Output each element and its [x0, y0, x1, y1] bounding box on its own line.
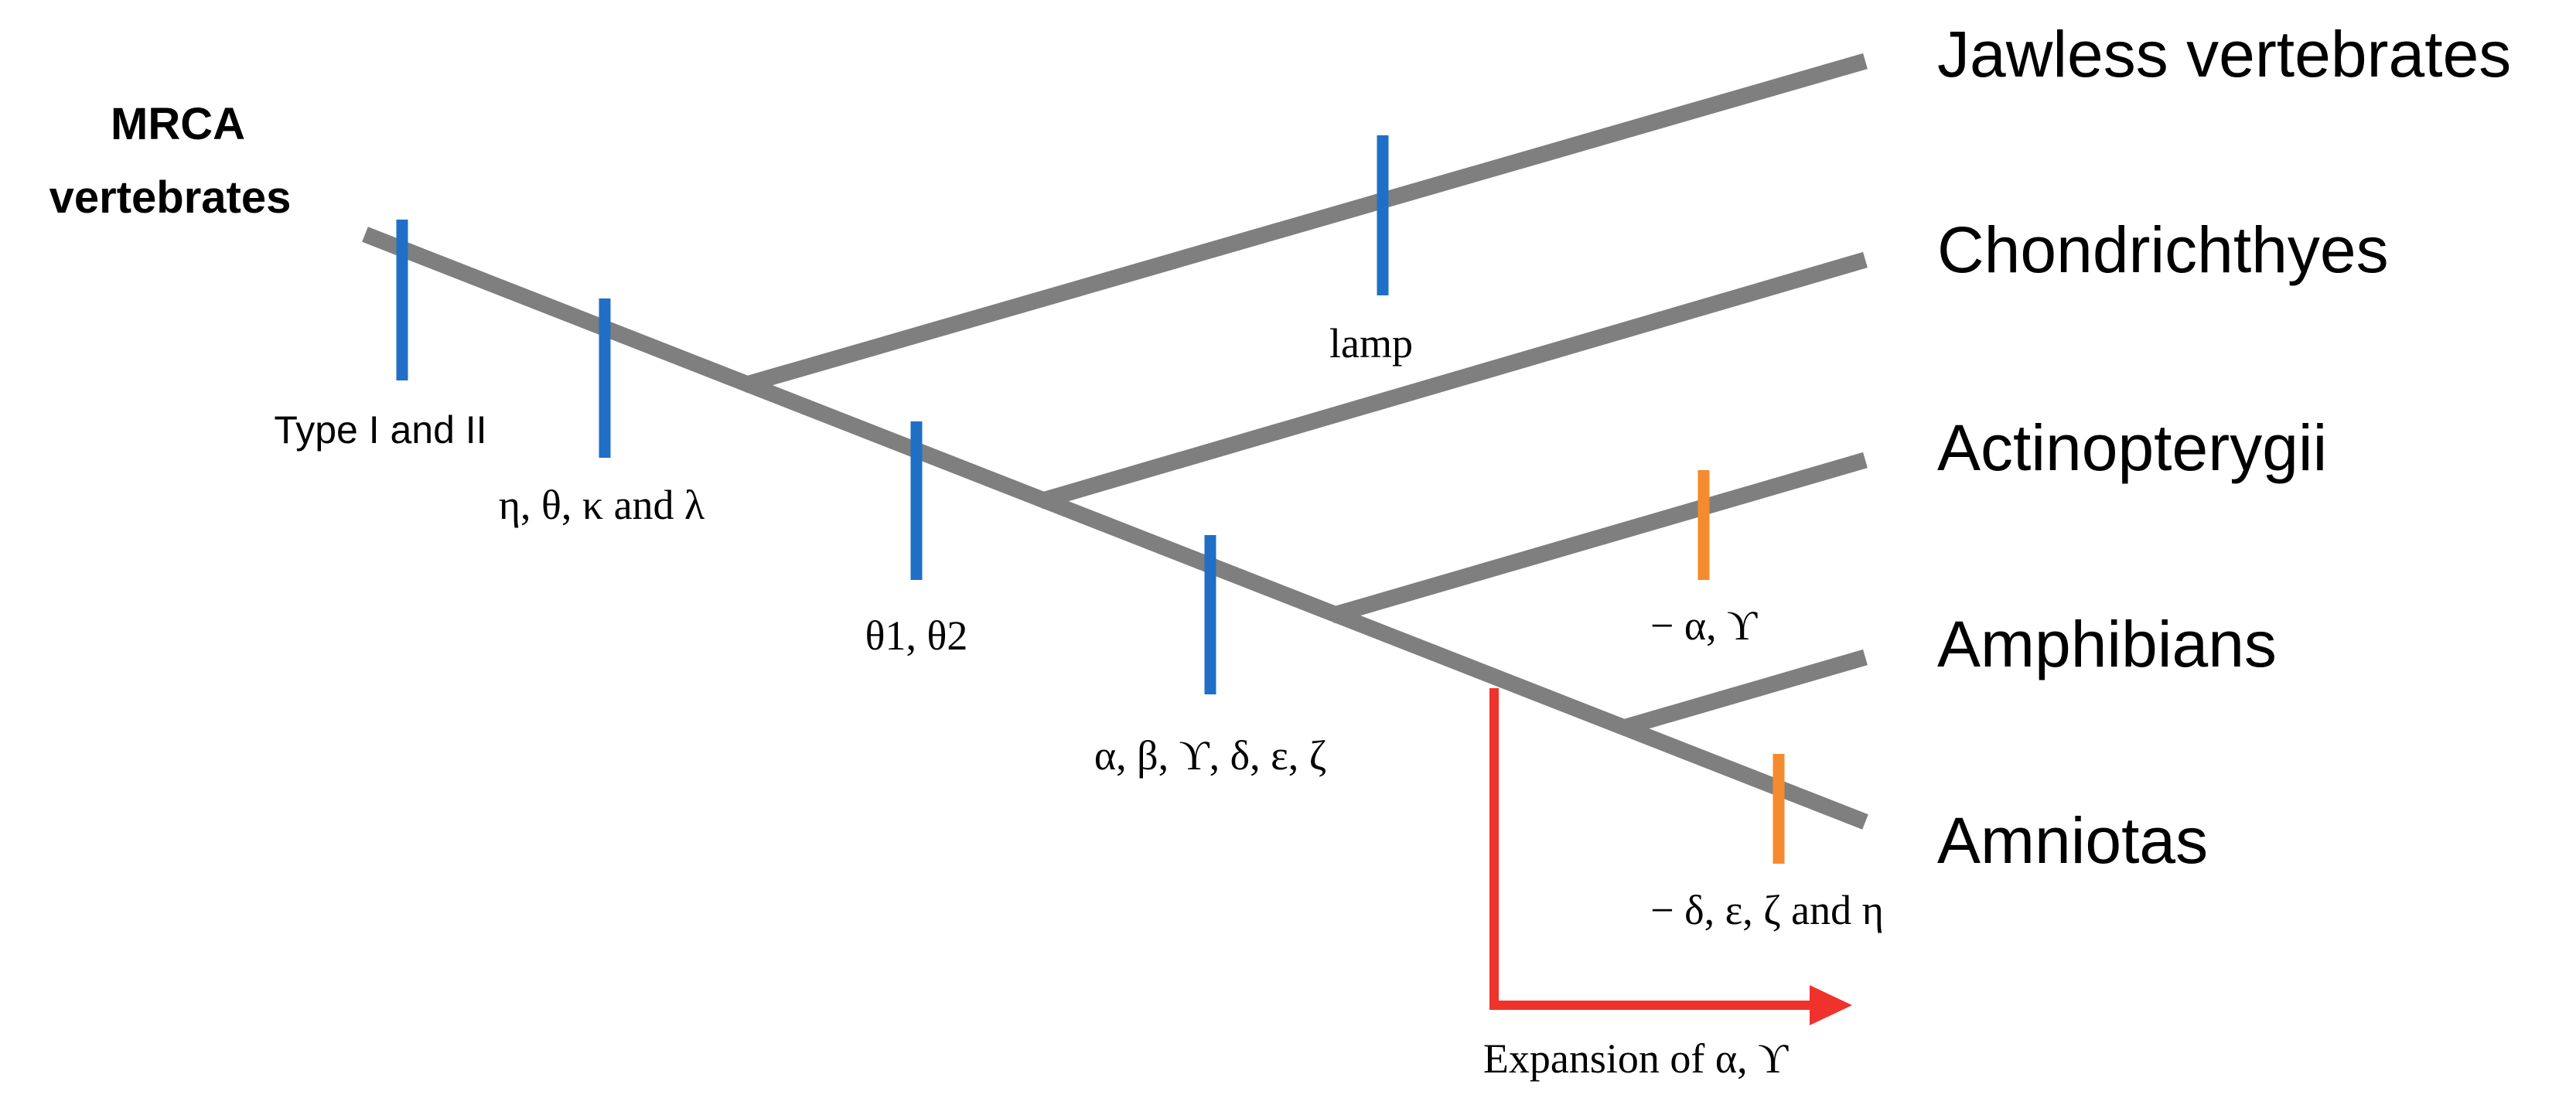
taxon-label-amniotas: Amniotas: [1937, 804, 2208, 877]
taxon-label-actinopterygii: Actinopterygii: [1937, 411, 2327, 484]
taxon-labels: Jawless vertebrates Chondrichthyes Actin…: [1937, 18, 2511, 877]
event-label-expansion: Expansion of α, ϒ: [1483, 1035, 1789, 1082]
event-label-lamp: lamp: [1329, 320, 1413, 367]
event-label-loss-amniotas: − δ, ε, ζ and η: [1650, 887, 1884, 933]
event-label-type-i-ii: Type I and II: [274, 408, 486, 452]
loss-markers: [1697, 470, 1785, 864]
event-label-eta-theta-kappa-lambda: η, θ, κ and λ: [499, 482, 705, 528]
expansion-arrowhead: [1810, 985, 1852, 1025]
jawless-vertebrates-branch: [742, 53, 1868, 394]
amphibians-branch: [1619, 649, 1868, 737]
tree-branches: [362, 53, 1868, 830]
expansion-arrow-line: [1489, 688, 1813, 1010]
event-label-alpha-to-zeta: α, β, ϒ, δ, ε, ζ: [1094, 732, 1326, 779]
event-labels: Type I and II η, θ, κ and λ lamp θ1, θ2 …: [274, 320, 1883, 1082]
actinopterygii-branch: [1329, 452, 1868, 624]
gain-markers: [396, 135, 1389, 694]
taxon-label-amphibians: Amphibians: [1937, 608, 2277, 680]
taxon-label-jawless-vertebrates: Jawless vertebrates: [1937, 18, 2511, 90]
main-trunk-branch: [362, 227, 1868, 830]
root-label-line2: vertebrates: [49, 172, 292, 223]
root-label-line1: MRCA: [111, 99, 245, 149]
expansion-arrow: [1489, 688, 1852, 1025]
event-label-loss-actinopterygii: − α, ϒ: [1650, 602, 1758, 649]
chondrichthyes-branch: [1038, 251, 1868, 510]
event-label-theta1-theta2: θ1, θ2: [865, 612, 968, 659]
taxon-label-chondrichthyes: Chondrichthyes: [1937, 213, 2389, 286]
